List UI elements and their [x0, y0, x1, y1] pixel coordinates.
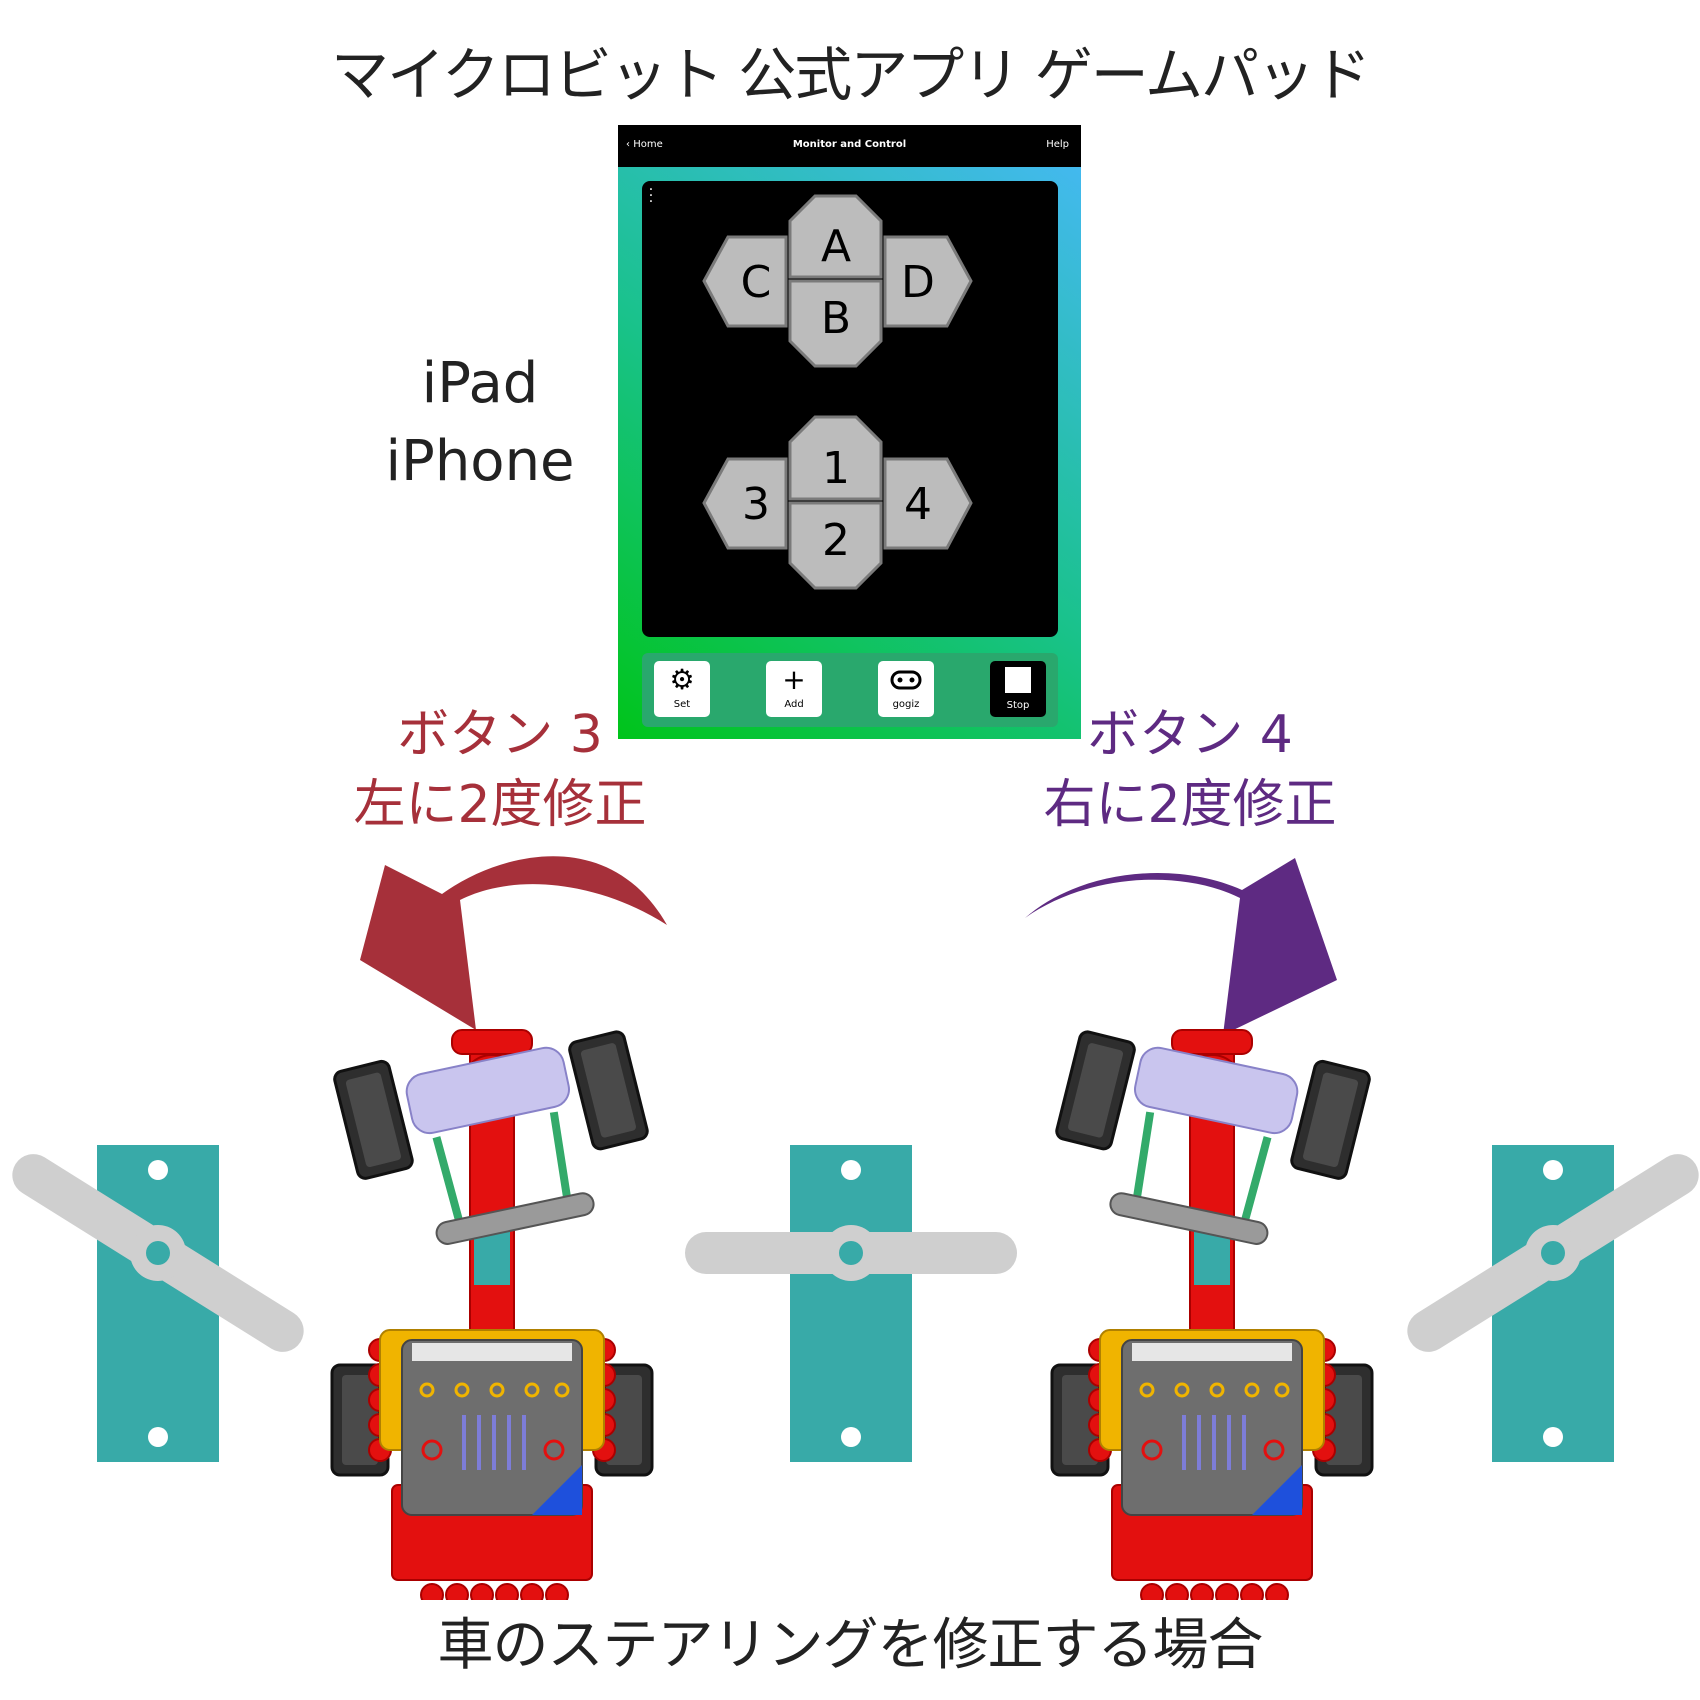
pad-button-c[interactable] — [702, 235, 788, 328]
device-label-ipad: iPad — [421, 351, 539, 416]
pad-label-c: C — [741, 257, 772, 308]
stop-label: Stop — [1006, 700, 1030, 711]
steering-scene — [12, 856, 1699, 1600]
device-label-iphone: iPhone — [385, 429, 575, 494]
robot-left — [332, 1010, 662, 1600]
pad-button-2[interactable] — [788, 501, 883, 590]
pad-label-b: B — [821, 293, 851, 344]
pad-label-d: D — [901, 257, 935, 308]
app-nav-bar: ‹ Home Monitor and Control Help — [618, 125, 1081, 167]
servo-right — [1407, 1145, 1699, 1462]
app-screenshot: ‹ Home Monitor and Control Help ··· A B … — [618, 125, 1081, 739]
gogiz-label: gogiz — [892, 699, 920, 710]
stop-icon — [1005, 667, 1031, 693]
back-button[interactable]: ‹ Home — [626, 139, 663, 150]
pad-button-a[interactable] — [788, 194, 883, 279]
servo-left — [12, 1145, 304, 1462]
pad-label-3: 3 — [742, 479, 770, 530]
add-label: Add — [784, 699, 804, 710]
pad-button-b[interactable] — [788, 279, 883, 368]
red-left-arrow — [360, 856, 667, 1030]
pad-label-2: 2 — [822, 515, 850, 566]
pad-button-3[interactable] — [702, 457, 788, 550]
pad-label-4: 4 — [904, 479, 932, 530]
robot-right — [1042, 1010, 1372, 1600]
pad-label-a: A — [821, 221, 851, 272]
gamepad-area: ··· A B C D 1 2 3 4 — [642, 181, 1058, 637]
gamepad-svg: A B C D 1 2 3 4 — [702, 194, 973, 590]
pad-button-1[interactable] — [788, 415, 883, 501]
help-link[interactable]: Help — [1046, 139, 1069, 150]
pad-button-d[interactable] — [883, 235, 973, 328]
screen-title: Monitor and Control — [792, 139, 907, 150]
left-note-button: ボタン 3 — [397, 705, 603, 765]
set-label: Set — [673, 699, 691, 710]
left-note-action: 左に2度修正 — [353, 775, 647, 835]
set-button[interactable]: ⚙ Set — [654, 661, 710, 717]
add-button[interactable]: + Add — [766, 661, 822, 717]
more-menu-icon[interactable]: ··· — [648, 182, 654, 210]
right-correction-note: ボタン 4 右に2度修正 — [990, 700, 1390, 840]
stop-button[interactable]: Stop — [990, 661, 1046, 717]
app-toolbar: ⚙ Set + Add gogiz Stop — [642, 653, 1058, 727]
left-correction-note: ボタン 3 左に2度修正 — [300, 700, 700, 840]
purple-right-arrow — [1025, 858, 1337, 1035]
right-note-button: ボタン 4 — [1087, 705, 1293, 765]
device-label: iPad iPhone — [330, 345, 630, 501]
back-label: Home — [633, 139, 663, 150]
diagram-title: マイクロビット 公式アプリ ゲームパッド — [331, 41, 1371, 109]
right-note-action: 右に2度修正 — [1043, 775, 1337, 835]
gogiz-button[interactable]: gogiz — [878, 661, 934, 717]
gear-icon: ⚙ — [669, 663, 695, 696]
servo-center — [685, 1145, 1017, 1462]
pad-button-4[interactable] — [883, 457, 973, 550]
plus-icon: + — [782, 663, 806, 696]
footer-caption: 車のステアリングを修正する場合 — [437, 1613, 1264, 1678]
pad-label-1: 1 — [822, 443, 850, 494]
microbit-icon — [878, 661, 934, 699]
